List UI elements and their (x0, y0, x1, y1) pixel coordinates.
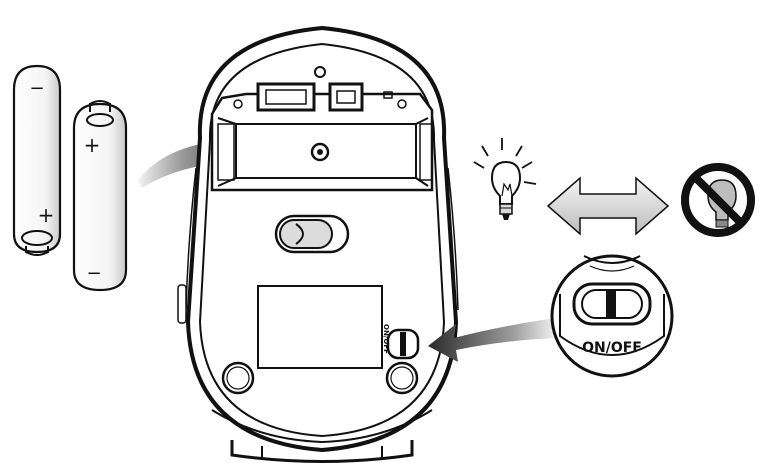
mouse-foot-left (221, 361, 255, 395)
light-bulb-on-icon (473, 138, 537, 220)
battery-1-top-symbol: − (29, 78, 44, 99)
battery-1-bottom-symbol: + (38, 203, 55, 227)
battery-compartment (210, 66, 434, 192)
label-plate (257, 285, 383, 369)
battery-left: − + (12, 64, 62, 256)
sensor-window (274, 214, 350, 254)
on-off-zoom-callout (550, 254, 674, 378)
power-switch[interactable] (386, 328, 420, 360)
battery-icon (72, 100, 128, 292)
switch-side-label: ON/OFF (382, 324, 390, 354)
curved-arrow-icon (428, 318, 556, 362)
mouse-foot-right (385, 361, 419, 395)
no-light-icon (681, 163, 755, 237)
battery-2-bottom-symbol: − (86, 263, 101, 284)
battery-icon (12, 64, 62, 256)
battery-right: + − (72, 100, 128, 292)
on-off-label: ON/OFF (582, 340, 642, 356)
double-arrow-icon (546, 176, 670, 236)
battery-2-top-symbol: + (84, 133, 101, 157)
